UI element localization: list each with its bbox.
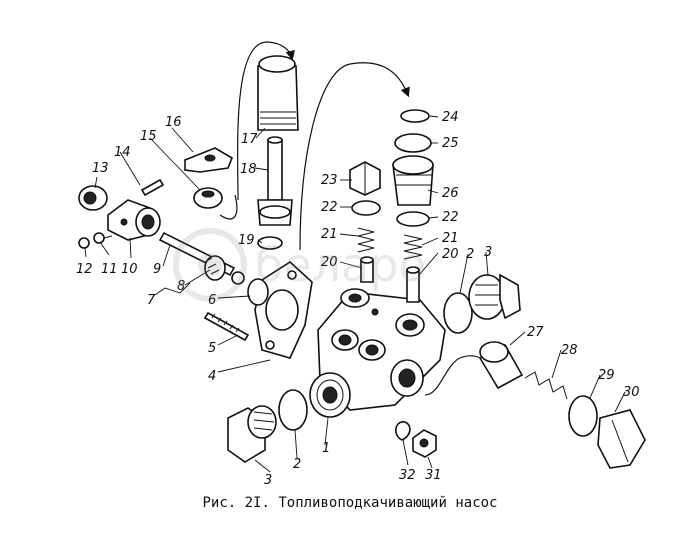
label-22-right: 22 (442, 210, 459, 225)
label-24: 24 (442, 110, 459, 125)
label-5: 5 (208, 341, 216, 356)
label-21-left: 21 (321, 227, 338, 242)
label-16: 16 (165, 115, 182, 130)
plug-23 (349, 161, 381, 196)
label-25: 25 (442, 136, 459, 151)
spring-28 (524, 371, 568, 400)
rod-18 (257, 136, 293, 226)
label-20-right: 20 (442, 247, 459, 262)
flow-arrow-15 (219, 194, 238, 220)
label-2-right: 2 (466, 247, 474, 262)
nut-13 (78, 185, 108, 211)
label-22-left: 22 (321, 200, 338, 215)
label-30: 30 (623, 385, 640, 400)
label-18: 18 (240, 162, 257, 177)
pump-body (309, 288, 446, 418)
cylinder-17 (257, 55, 299, 131)
label-23: 23 (321, 173, 338, 188)
flow-arrow-to-27 (424, 355, 485, 396)
label-21-right: 21 (442, 231, 459, 246)
clip-32 (395, 421, 411, 441)
stud-5 (203, 311, 250, 342)
label-20-left: 20 (321, 255, 338, 270)
spring-21-left (357, 227, 375, 253)
label-3-right: 3 (484, 245, 492, 260)
washer-22-right (396, 211, 430, 227)
label-9: 9 (153, 262, 161, 277)
ring-2-left (278, 389, 308, 431)
label-13: 13 (92, 161, 109, 176)
label-7: 7 (147, 293, 156, 308)
label-19: 19 (238, 233, 255, 248)
plug-3-left (227, 405, 277, 463)
ring-2-right (443, 292, 473, 334)
figure-caption: Рис. 2I. Топливоподкачивающий насос (202, 495, 498, 511)
label-2-left: 2 (293, 457, 301, 472)
bracket-10 (107, 199, 161, 241)
ring-6 (247, 278, 269, 306)
ring-29 (568, 395, 598, 437)
leader-lines (84, 115, 626, 473)
label-3-left: 3 (264, 473, 272, 488)
union-26 (392, 155, 434, 206)
label-4: 4 (208, 369, 216, 384)
label-6: 6 (208, 293, 216, 308)
label-14: 14 (114, 145, 131, 160)
label-8: 8 (177, 279, 185, 294)
label-26: 26 (442, 186, 459, 201)
label-28: 28 (561, 343, 578, 358)
flow-arrow-to-17 (237, 41, 295, 201)
ring-24 (400, 109, 430, 123)
gasket-4 (254, 260, 313, 359)
cap-15 (193, 187, 223, 209)
nut-31 (412, 429, 437, 458)
label-1: 1 (322, 441, 330, 456)
washer-22-left (351, 200, 381, 216)
valve-20-left (360, 256, 374, 283)
washer-19 (257, 236, 283, 250)
label-31: 31 (425, 468, 442, 483)
spring-21-right (403, 234, 423, 260)
pad-16 (184, 147, 233, 173)
plug-30 (597, 409, 646, 469)
label-10: 10 (121, 262, 138, 277)
label-32: 32 (399, 468, 416, 483)
label-12: 12 (76, 262, 93, 277)
ring-25 (394, 133, 432, 153)
label-15: 15 (140, 129, 157, 144)
screw-11 (93, 232, 113, 244)
flow-arrow-to-24 (299, 62, 410, 251)
label-27: 27 (527, 325, 544, 340)
screw-12 (78, 237, 90, 249)
pin-14 (140, 178, 165, 197)
label-11: 11 (101, 262, 118, 277)
plunger-assembly (158, 231, 245, 285)
label-17: 17 (241, 132, 258, 147)
plug-3-right (468, 273, 521, 320)
valve-20-right (406, 266, 420, 303)
label-29: 29 (598, 368, 615, 383)
sleeve-27 (478, 341, 524, 390)
part-labels: 13 14 15 16 17 18 19 23 22 21 20 24 25 2… (76, 110, 640, 488)
